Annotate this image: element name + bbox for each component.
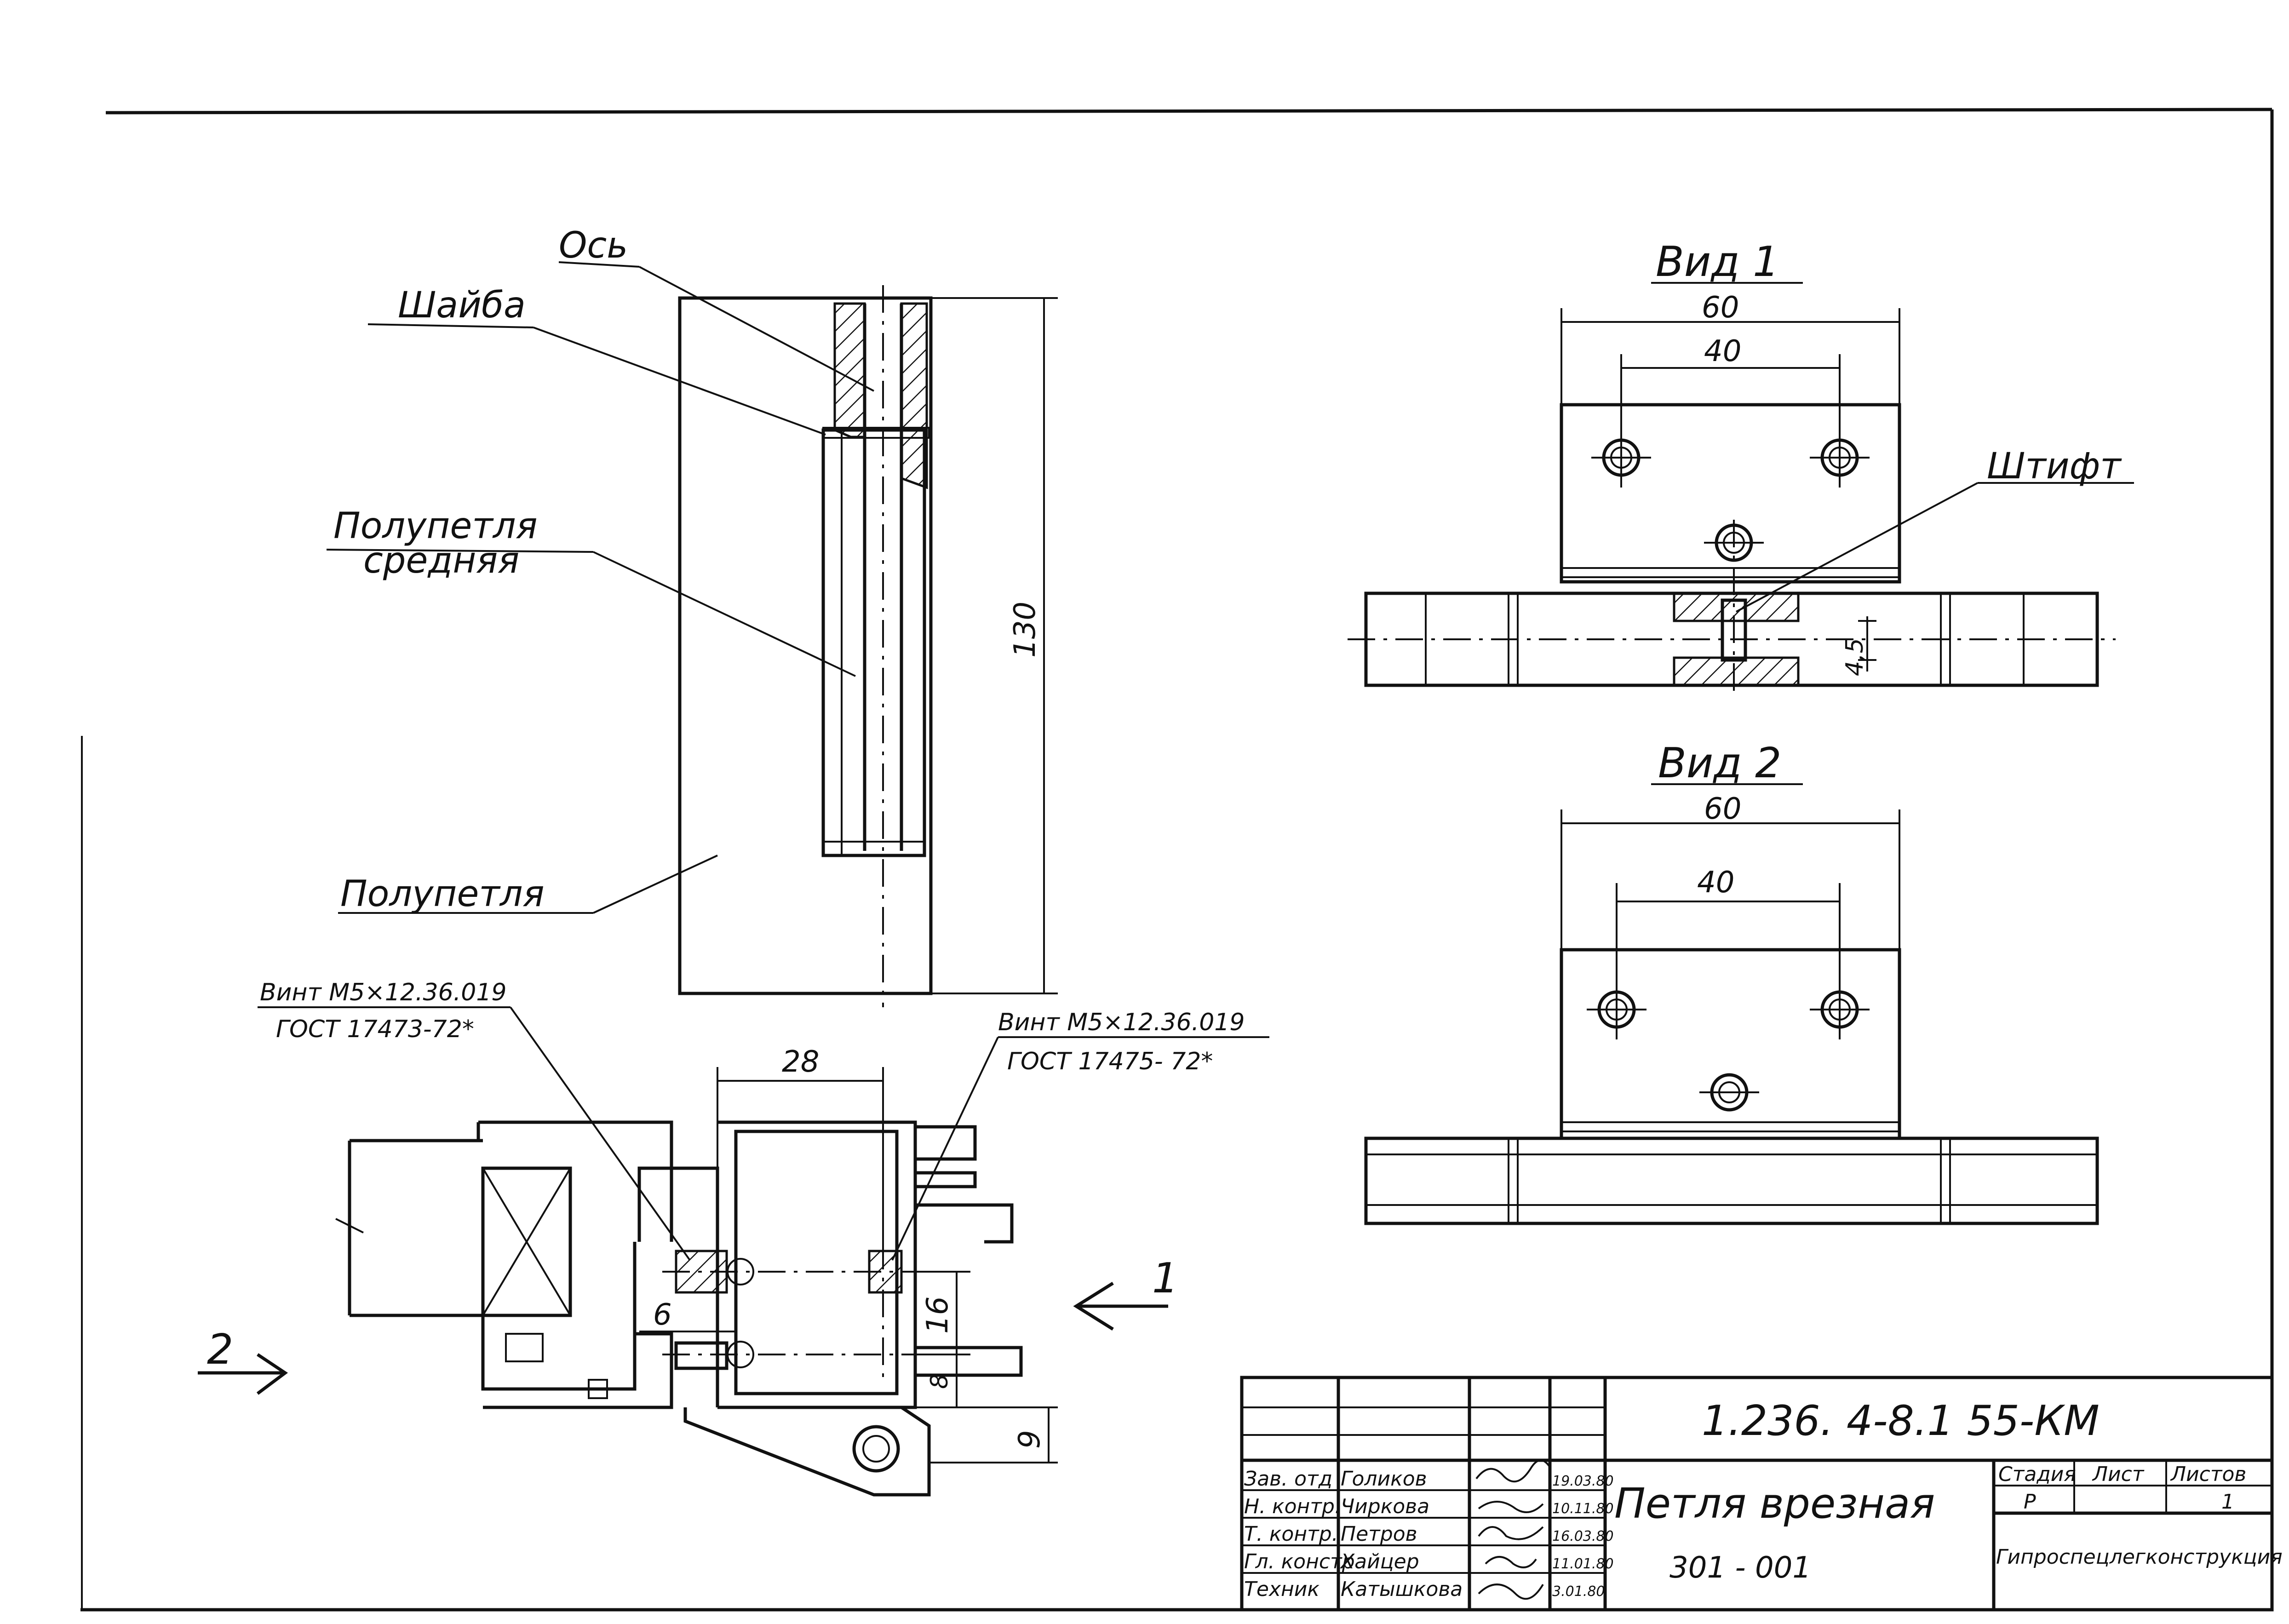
leaders-main bbox=[326, 261, 874, 914]
arrow2-label: 2 bbox=[207, 1326, 233, 1374]
label-pin: Штифт bbox=[1987, 446, 2122, 487]
view2-dim-40: 40 bbox=[1697, 866, 1734, 900]
tb-row-4: Техник Катышкова 3.01.80 bbox=[1244, 1578, 1605, 1601]
svg-text:Голиков: Голиков bbox=[1341, 1467, 1427, 1491]
dim-6: 6 bbox=[653, 1298, 672, 1332]
tb-code: 1.236. 4-8.1 55-КМ bbox=[1702, 1397, 2100, 1445]
svg-text:Н. контр.: Н. контр. bbox=[1244, 1495, 1341, 1518]
view-arrow-1 bbox=[1073, 1282, 1168, 1331]
tb-row-1: Н. контр. Чиркова 10.11.80 bbox=[1244, 1495, 1614, 1518]
svg-text:19.03.80: 19.03.80 bbox=[1552, 1473, 1614, 1489]
label-screw-left-1: Винт М5×12.36.019 bbox=[260, 979, 506, 1006]
sheet-frame bbox=[80, 108, 2274, 1612]
svg-text:Катышкова: Катышкова bbox=[1341, 1578, 1463, 1601]
label-half-loop-middle-2: средняя bbox=[363, 540, 519, 581]
view2-dim-60: 60 bbox=[1704, 792, 1741, 826]
svg-text:Хайцер: Хайцер bbox=[1340, 1550, 1419, 1573]
label-screw-right-1: Винт М5×12.36.019 bbox=[998, 1009, 1245, 1036]
tb-name: Петля врезная bbox=[1614, 1480, 1935, 1528]
label-screw-right-2: ГОСТ 17475- 72* bbox=[1007, 1048, 1213, 1075]
svg-text:10.11.80: 10.11.80 bbox=[1552, 1501, 1614, 1517]
svg-text:16.03.80: 16.03.80 bbox=[1552, 1528, 1614, 1544]
label-axis: Ось bbox=[559, 225, 628, 266]
arrow1-label: 1 bbox=[1152, 1254, 1178, 1303]
profile-section bbox=[335, 1067, 1058, 1497]
label-half-loop-middle-1: Полупетля bbox=[333, 505, 538, 547]
tb-sheet-hdr: Лист bbox=[2092, 1463, 2145, 1486]
label-screw-left-2: ГОСТ 17473-72* bbox=[276, 1016, 474, 1043]
view1-dim-45: 4,5 bbox=[1841, 638, 1869, 676]
dim-16: 16 bbox=[921, 1297, 955, 1334]
tb-org: Гипроспецлегконструкция bbox=[1996, 1545, 2283, 1569]
tb-row-0: Зав. отд Голиков 19.03.80 bbox=[1244, 1467, 1614, 1491]
view2-title: Вид 2 bbox=[1658, 739, 1781, 787]
tb-stage: Р bbox=[2024, 1490, 2036, 1514]
svg-text:Петров: Петров bbox=[1341, 1522, 1417, 1546]
svg-text:Чиркова: Чиркова bbox=[1341, 1495, 1429, 1518]
view-arrow-2 bbox=[198, 1353, 288, 1395]
view2 bbox=[1364, 809, 2099, 1225]
svg-text:Зав. отд: Зав. отд bbox=[1244, 1467, 1332, 1491]
svg-text:3.01.80: 3.01.80 bbox=[1552, 1584, 1605, 1600]
main-section: 130 bbox=[678, 285, 1058, 1007]
title-block bbox=[1240, 1376, 2274, 1612]
svg-text:Т. контр.: Т. контр. bbox=[1244, 1522, 1338, 1546]
dim-8: 8 bbox=[926, 1374, 953, 1389]
tb-sheets-hdr: Листов bbox=[2170, 1463, 2246, 1486]
tb-stage-hdr: Стадия bbox=[1998, 1463, 2076, 1486]
svg-text:11.01.80: 11.01.80 bbox=[1552, 1556, 1614, 1572]
dim-28: 28 bbox=[782, 1045, 819, 1079]
tb-row-2: Т. контр. Петров 16.03.80 bbox=[1244, 1522, 1614, 1546]
signature-marks bbox=[1475, 1459, 1551, 1600]
view1-dim-60: 60 bbox=[1702, 291, 1739, 325]
tb-sheets: 1 bbox=[2221, 1490, 2234, 1514]
svg-text:Техник: Техник bbox=[1244, 1578, 1319, 1601]
label-half-loop: Полупетля bbox=[340, 873, 545, 915]
dim-130: 130 bbox=[1008, 602, 1042, 658]
view1 bbox=[1348, 308, 2116, 699]
svg-text:Гл. констр: Гл. констр bbox=[1244, 1550, 1355, 1573]
label-washer: Шайба bbox=[398, 285, 526, 326]
view1-title: Вид 1 bbox=[1656, 238, 1779, 286]
tb-number: 301 - 001 bbox=[1669, 1551, 1811, 1585]
tb-row-3: Гл. констр Хайцер 11.01.80 bbox=[1244, 1550, 1614, 1573]
view1-dim-40: 40 bbox=[1704, 334, 1741, 368]
dim-9: 9 bbox=[1013, 1430, 1047, 1449]
